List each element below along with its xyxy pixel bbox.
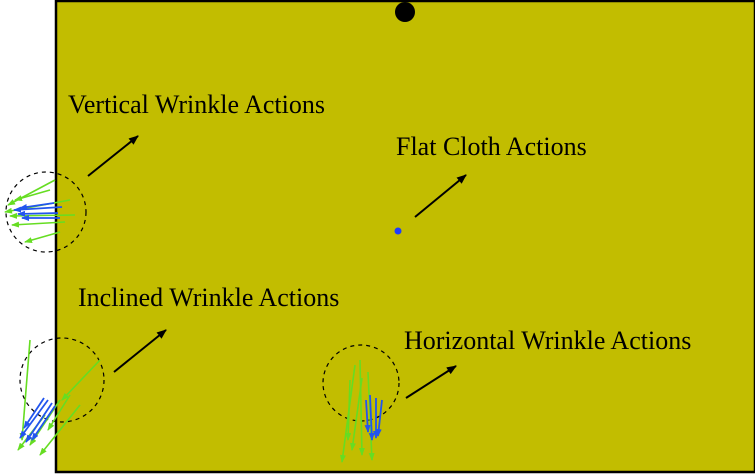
vertical-wrinkle-cluster xyxy=(4,171,87,253)
flat-action-point xyxy=(394,227,402,235)
inclined-wrinkle-cluster xyxy=(17,337,105,456)
blue-action-arrows xyxy=(364,394,383,441)
vertical-pointer-arrow xyxy=(87,135,139,177)
horizontal-wrinkle-cluster xyxy=(322,344,400,463)
flat-cloth-label: Flat Cloth Actions xyxy=(396,132,587,161)
top-grasp-point xyxy=(395,2,415,22)
vertical-wrinkle-label: Vertical Wrinkle Actions xyxy=(68,90,325,119)
blue-action-arrows xyxy=(19,397,56,443)
inclined-wrinkle-label: Inclined Wrinkle Actions xyxy=(78,283,339,312)
flat-pointer-arrow xyxy=(414,174,467,218)
blue-action-arrows xyxy=(13,202,63,221)
inclined-pointer-arrow xyxy=(113,329,167,373)
cloth-region xyxy=(54,0,755,474)
horizontal-pointer-arrow xyxy=(405,365,457,399)
inclined-wrinkle-region xyxy=(19,337,105,423)
vertical-wrinkle-region xyxy=(5,171,87,253)
green-action-arrows xyxy=(339,359,375,463)
horizontal-wrinkle-label: Horizontal Wrinkle Actions xyxy=(404,326,691,355)
